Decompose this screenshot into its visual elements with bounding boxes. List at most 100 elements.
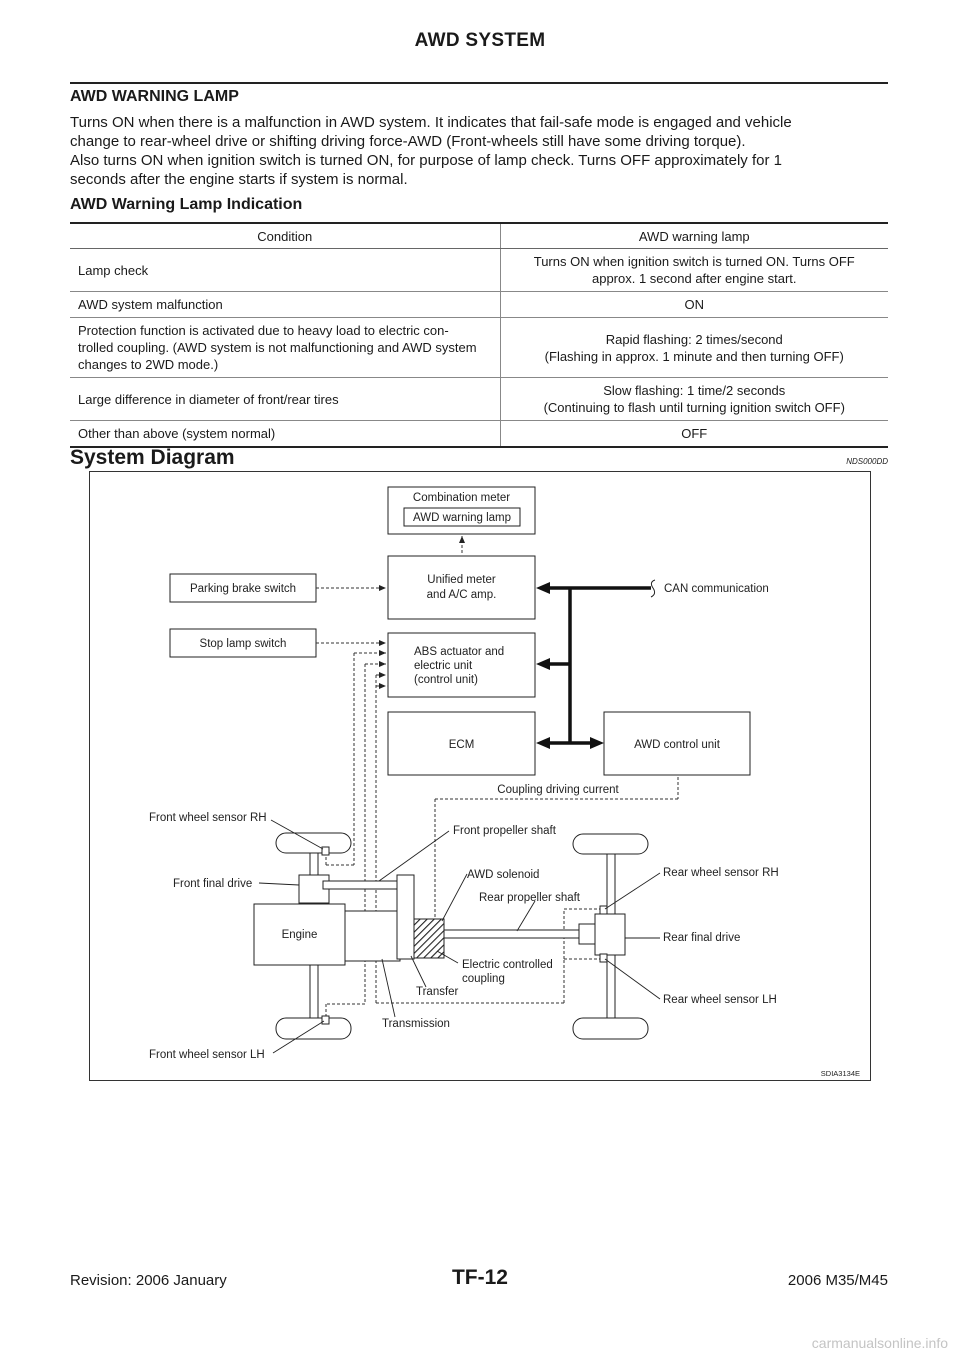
front-propeller-shaft-label: Front propeller shaft [453,825,557,837]
cell-lamp: Turns ON when ignition switch is turned … [499,248,888,292]
can-break-mark [650,579,656,598]
ecm-box: ECM [387,711,536,776]
rear-final-drive [594,913,626,956]
footer-revision: Revision: 2006 January [70,1272,227,1289]
rear-final-drive-label: Rear final drive [663,932,740,944]
cell-line: (Flashing in approx. 1 minute and then t… [544,348,844,364]
abs-unit-label: (control unit) [414,674,478,686]
cell-line: Large difference in diameter of front/re… [78,391,339,407]
paragraph-line: seconds after the engine starts if syste… [70,171,408,188]
electric-controlled-coupling-label: coupling [462,973,505,985]
can-bus [548,586,651,745]
paragraph-line: Also turns ON when ignition switch is tu… [70,152,782,169]
watermark[interactable]: carmanualsonline.info [811,1335,948,1351]
abs-unit-label: ABS actuator and [414,646,504,658]
table-row: Protection function is activated due to … [70,317,888,378]
front-left-wheel [275,1017,352,1040]
cell-line: Slow flashing: 1 time/2 seconds [603,383,786,398]
footer-model: 2006 M35/M45 [787,1272,888,1289]
cell-line: Turns ON when ignition switch is turned … [533,254,855,269]
parking-brake-switch-label: Parking brake switch [190,583,296,595]
front-final-drive-label: Front final drive [173,878,252,890]
combination-meter-box: Combination meter AWD warning lamp [387,486,536,535]
cell-line: changes to 2WD mode.) [78,357,219,372]
unified-meter-label: and A/C amp. [427,589,497,601]
combination-meter-label: Combination meter [413,492,510,504]
cell-condition: Large difference in diameter of front/re… [70,377,500,421]
cell-lamp: Slow flashing: 1 time/2 seconds (Continui… [499,377,888,421]
rear-propeller-shaft-label: Rear propeller shaft [479,892,581,904]
cell-line: AWD system malfunction [78,297,223,312]
column-header-lamp: AWD warning lamp [499,222,888,249]
awd-solenoid-label: AWD solenoid [467,869,539,881]
cell-condition: Other than above (system normal) [70,420,500,448]
rear-propeller-shaft [443,929,580,939]
awd-solenoid-coupling [413,918,445,959]
engine-block [253,903,346,966]
cell-condition: AWD system malfunction [70,291,500,318]
column-header-condition: Condition [70,222,500,249]
signal-lines [316,536,679,1018]
stop-lamp-switch-label: Stop lamp switch [200,638,287,650]
front-right-wheel [275,832,352,854]
cell-line: Rapid flashing: 2 times/second [605,331,783,347]
awd-warning-lamp-box [403,507,521,527]
transmission-label: Transmission [382,1018,450,1030]
unified-meter-box: Unified meter and A/C amp. [387,555,536,620]
awd-warning-lamp-label: AWD warning lamp [413,512,511,524]
abs-unit-label: electric unit [414,660,473,672]
table-row: Lamp check Turns ON when ignition switch… [70,248,888,292]
cell-line: OFF [681,426,708,441]
system-diagram-heading: System Diagram [70,446,235,469]
cell-line: Lamp check [78,262,149,278]
table-header-row: Condition AWD warning lamp [70,222,888,249]
electric-controlled-coupling-label: Electric controlled [462,959,553,971]
indication-heading: AWD Warning Lamp Indication [70,196,303,213]
cell-condition: Lamp check [70,248,500,292]
abs-unit-box: ABS actuator and electric unit (control … [387,632,536,698]
section-code: NDS000DD [846,457,888,466]
paragraph-line: change to rear-wheel drive or shifting d… [70,133,746,150]
front-shaft-link [322,880,404,890]
awd-control-unit-label: AWD control unit [634,739,721,751]
cell-line: (Continuing to flash until turning ignit… [543,400,845,415]
stop-lamp-switch-box: Stop lamp switch [169,628,317,658]
cell-lamp: ON [499,291,888,318]
front-wheel-sensor-rh-label: Front wheel sensor RH [149,812,267,824]
warning-lamp-paragraph: Turns ON when there is a malfunction in … [70,113,888,189]
system-diagram-svg: Combination meter AWD warning lamp Unifi… [149,486,860,1078]
warning-lamp-heading: AWD WARNING LAMP [70,88,239,105]
footer-page-number: TF-12 [451,1266,508,1289]
rear-wheel-sensor-rh [599,905,608,915]
paragraph-line: Turns ON when there is a malfunction in … [70,114,792,131]
cell-lamp: OFF [499,420,888,448]
ecm-label: ECM [449,739,475,751]
can-communication-label: CAN communication [664,583,769,595]
transmission-housing [344,910,401,962]
rear-wheel-sensor-rh-label: Rear wheel sensor RH [663,867,779,879]
cell-condition: Protection function is activated due to … [70,317,500,378]
cell-line: approx. 1 second after engine start. [591,271,797,286]
rear-wheel-sensor-lh-label: Rear wheel sensor LH [663,994,777,1006]
transfer-case [396,874,415,960]
rear-left-wheel [572,1017,649,1040]
awd-control-unit-box: AWD control unit [603,711,751,776]
rear-wheel-sensor-lh [599,953,608,963]
rear-right-wheel [572,833,649,855]
cell-line: Other than above (system normal) [78,426,276,441]
front-wheel-sensor-lh [321,1015,330,1025]
header-divider [70,82,888,84]
unified-meter-label: Unified meter [427,574,496,586]
coupling-driving-current-label: Coupling driving current [497,784,619,796]
cell-line: trolled coupling. (AWD system is not mal… [78,340,477,355]
system-diagram: Combination meter AWD warning lamp Unifi… [89,471,871,1081]
page-title: AWD SYSTEM [414,30,546,51]
table-row: Large difference in diameter of front/re… [70,377,888,421]
front-wheel-sensor-lh-label: Front wheel sensor LH [149,1049,265,1061]
cell-lamp: Rapid flashing: 2 times/second(Flashing … [499,317,888,378]
leader-lines [258,819,661,1054]
drivetrain [253,832,649,1040]
indication-table: Condition AWD warning lamp Lamp check Tu… [70,222,888,448]
rear-shaft-flange [578,923,596,945]
can-arrowheads [536,582,604,749]
